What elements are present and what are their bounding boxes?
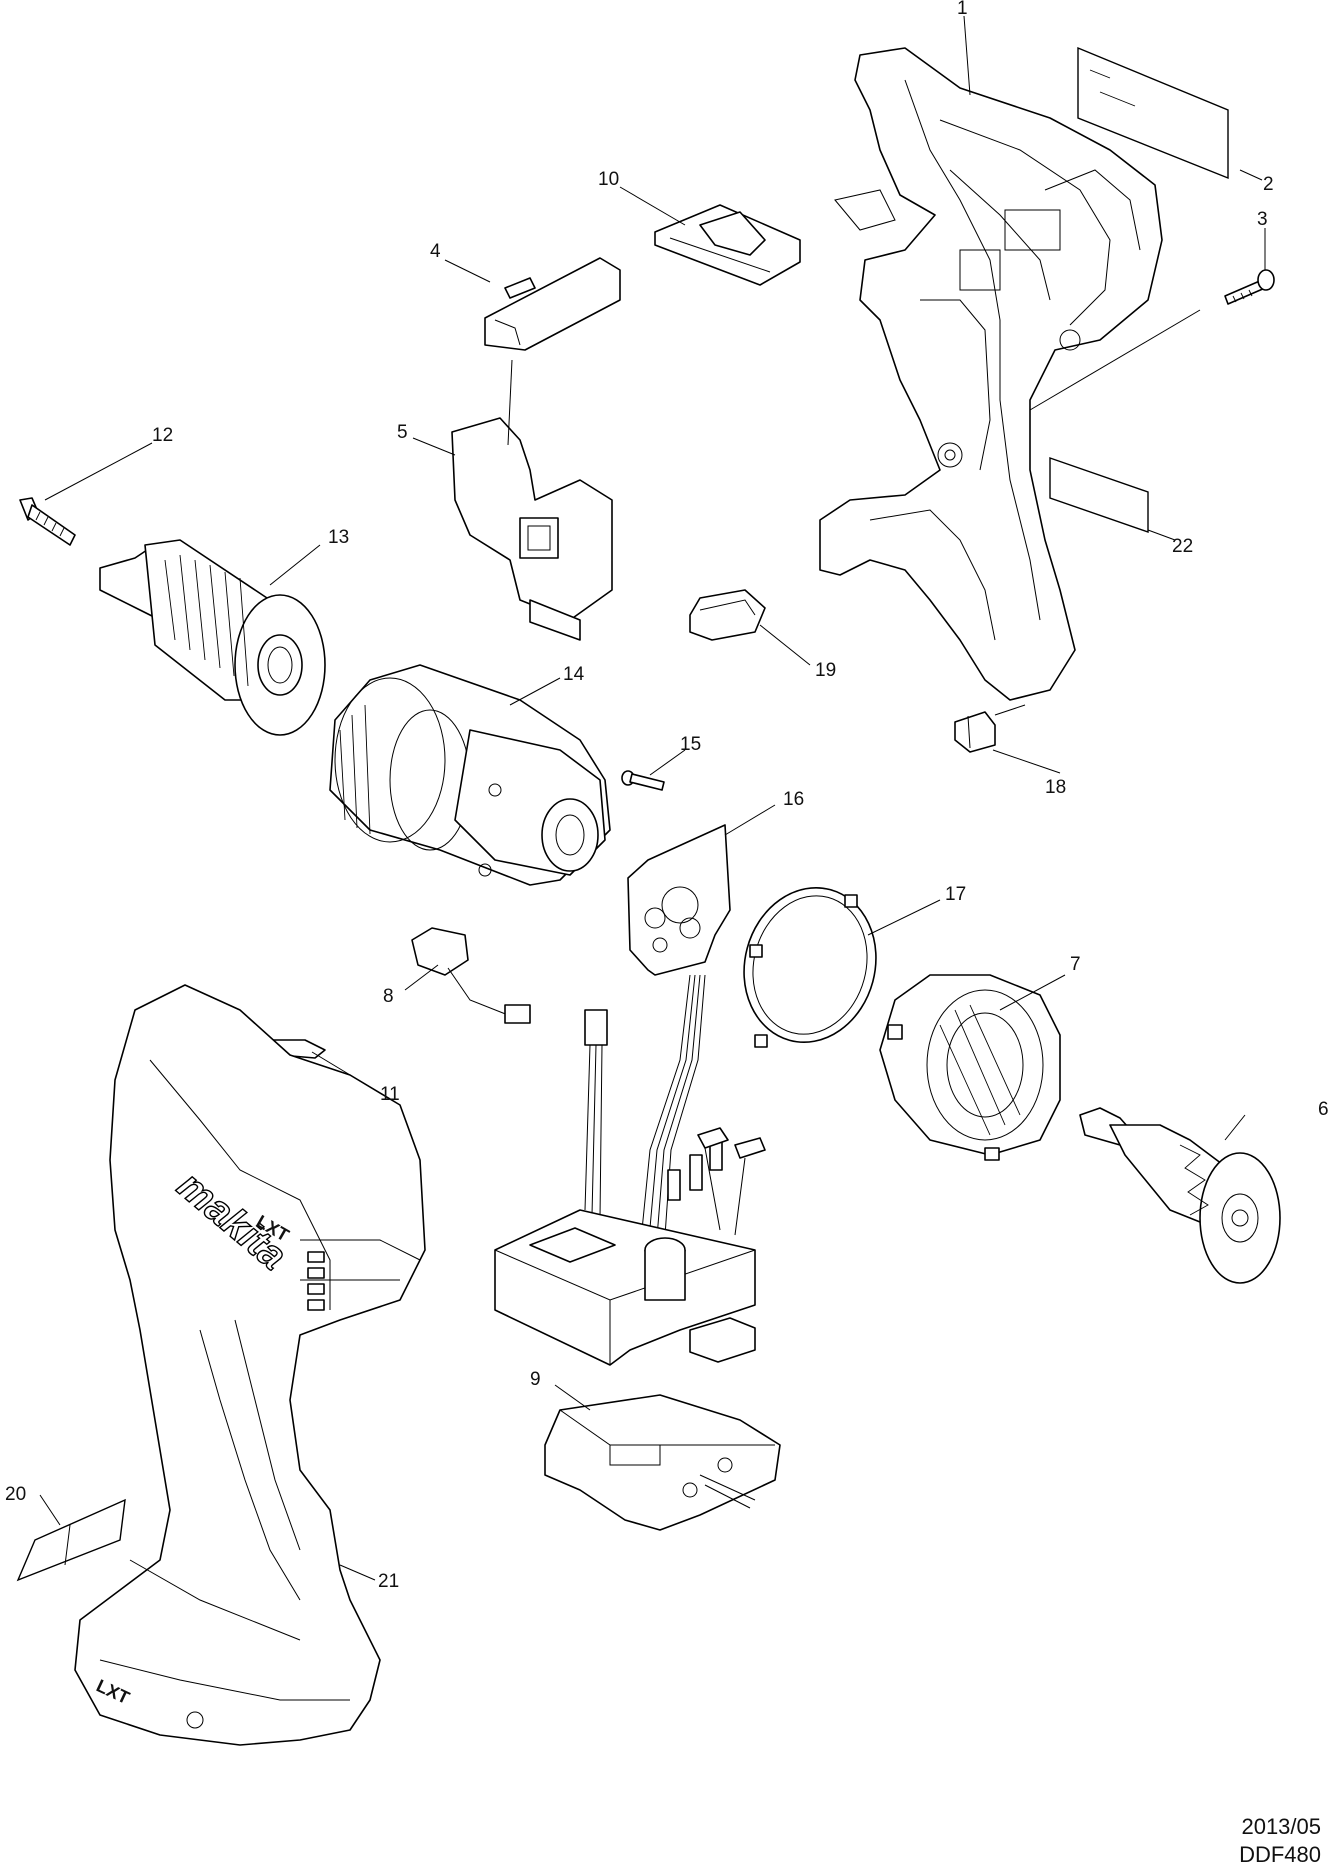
part-17-ring bbox=[743, 887, 877, 1048]
part-12-chuck-screw bbox=[19, 497, 76, 546]
part-label-16: 16 bbox=[783, 789, 804, 810]
part-18-clip bbox=[954, 711, 996, 753]
model-number: DDF480 bbox=[1239, 1842, 1321, 1867]
part-13-drill-chuck bbox=[99, 539, 326, 736]
part-21-housing-left bbox=[74, 984, 426, 1746]
part-label-15: 15 bbox=[680, 734, 701, 755]
part-label-22: 22 bbox=[1172, 536, 1193, 557]
part-label-3: 3 bbox=[1257, 209, 1268, 230]
leader-lines bbox=[39, 15, 1266, 1581]
part-16-bracket bbox=[627, 824, 731, 976]
part-label-18: 18 bbox=[1045, 777, 1066, 798]
part-label-2: 2 bbox=[1263, 174, 1274, 195]
part-label-5: 5 bbox=[397, 422, 408, 443]
part-label-19: 19 bbox=[815, 660, 836, 681]
part-label-21: 21 bbox=[378, 1571, 399, 1592]
part-8-led-wire bbox=[411, 927, 531, 1024]
part-1-housing-right bbox=[819, 47, 1163, 701]
part-label-1: 1 bbox=[957, 0, 968, 19]
part-10-switch-lever bbox=[654, 204, 801, 286]
part-label-11: 11 bbox=[380, 1084, 400, 1105]
part-label-4: 4 bbox=[430, 241, 441, 262]
part-22-label bbox=[1049, 457, 1149, 533]
controller-base bbox=[494, 1209, 756, 1366]
controller-wires bbox=[584, 974, 766, 1251]
diagram-date: 2013/05 bbox=[1241, 1814, 1321, 1839]
part-3-screw bbox=[1224, 269, 1275, 305]
part-15-screw bbox=[621, 770, 665, 791]
part-7-stator bbox=[879, 974, 1061, 1161]
part-number-labels: 1 2 3 4 5 6 7 8 9 10 11 12 13 14 15 16 1… bbox=[5, 0, 1329, 1592]
part-14-gear-assembly bbox=[329, 664, 611, 886]
part-4-trigger bbox=[484, 257, 621, 351]
part-label-13: 13 bbox=[328, 527, 349, 548]
part-label-8: 8 bbox=[383, 986, 394, 1007]
part-label-6: 6 bbox=[1318, 1099, 1329, 1120]
part-5-switch bbox=[451, 359, 613, 641]
part-label-14: 14 bbox=[563, 664, 585, 685]
part-label-20: 20 bbox=[5, 1484, 26, 1505]
part-19-pad bbox=[689, 589, 766, 641]
part-9-terminal bbox=[544, 1394, 781, 1531]
part-20-label bbox=[16, 1498, 126, 1582]
part-label-17: 17 bbox=[945, 884, 966, 905]
footer-info: 2013/05 DDF480 bbox=[1239, 1813, 1321, 1869]
part-2-label bbox=[1077, 46, 1229, 180]
part-label-12: 12 bbox=[152, 425, 173, 446]
part-6-rotor bbox=[1079, 1107, 1281, 1284]
part-label-7: 7 bbox=[1070, 954, 1081, 975]
part-label-9: 9 bbox=[530, 1369, 541, 1390]
part-label-10: 10 bbox=[598, 169, 619, 190]
